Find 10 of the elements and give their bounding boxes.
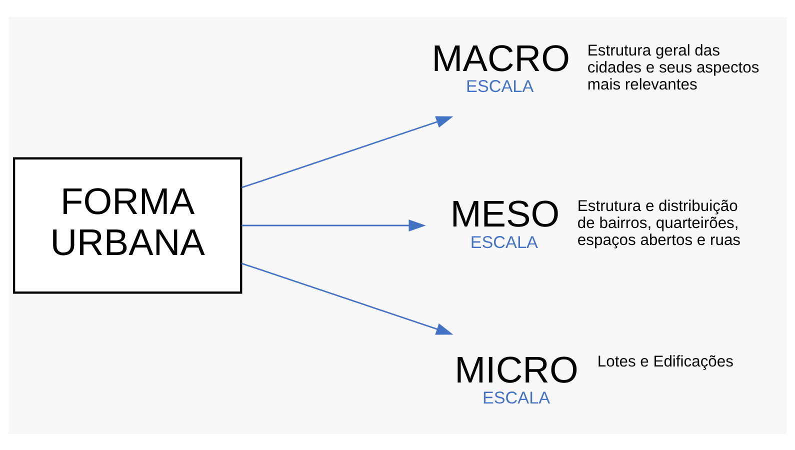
arrow	[241, 116, 454, 188]
arrow	[242, 219, 426, 231]
node-label: Estrutura geral das cidades e seus aspectos mais relevantes	[587, 42, 760, 94]
node-label: Estrutura e distribuição de bairros, quarteirões, espaços abertos e ruas	[577, 197, 741, 249]
node-box: FORMA URBANA	[13, 156, 242, 294]
node-text: MICRO ESCALA	[454, 348, 578, 407]
node-text: MACRO ESCALA	[432, 36, 570, 96]
arrow	[241, 262, 454, 334]
node-label: Lotes e Edificações	[597, 353, 734, 370]
node-text: MESO ESCALA	[450, 192, 560, 252]
